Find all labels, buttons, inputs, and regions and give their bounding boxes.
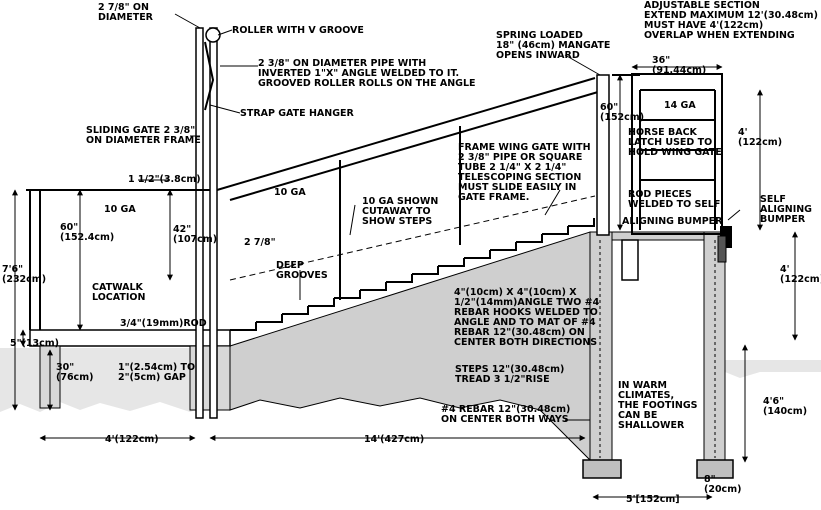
strap-hanger <box>204 41 215 111</box>
height-30-label: 30"(76cm) <box>56 362 93 383</box>
ramp-step <box>282 306 309 315</box>
dimension-lines <box>12 64 798 500</box>
leader-lines <box>138 13 741 421</box>
gauge-left-label: 10 GA <box>104 204 136 215</box>
gauge-14-label: 14 GA <box>664 100 696 111</box>
catwalk-slab <box>29 329 231 347</box>
wing-gate-frame <box>631 73 723 235</box>
height-4-far-label: 4'(122cm) <box>780 264 821 285</box>
aligning-bumper-label: ALIGNING BUMPER <box>622 216 723 227</box>
mangate-post <box>596 74 610 236</box>
gauge-mid-label: 10 GA <box>274 187 306 198</box>
ramp-step <box>516 234 543 243</box>
steps-label: STEPS 12"(30.48cm)TREAD 3 1/2"RISE <box>455 364 564 385</box>
ramp-step <box>308 298 335 307</box>
width-36-label: 36"(91.44cm) <box>652 55 706 76</box>
height-60-right-label: 60"(152cm) <box>600 102 644 123</box>
height-5-label: 5"(13cm) <box>10 338 59 349</box>
ramp-step <box>230 322 257 331</box>
ramp-steps <box>230 218 595 331</box>
rail-width-label: 1 1/2"(3.8cm) <box>128 174 201 185</box>
footing-right <box>696 459 734 479</box>
rebar-label: #4 REBAR 12"(30.48cm)ON CENTER BOTH WAYS <box>441 404 570 425</box>
ramp-step <box>334 290 361 299</box>
handrail-sloped <box>216 77 596 191</box>
bumper-post <box>621 239 639 281</box>
ramp-step <box>256 314 283 323</box>
rod-label: 3/4"(19mm)ROD <box>120 318 207 329</box>
sliding-gate-label: SLIDING GATE 2 3/8"ON DIAMETER FRAME <box>86 125 201 146</box>
width-4-label: 4'(122cm) <box>105 434 159 445</box>
ramp-step <box>438 258 465 267</box>
ramp-step <box>412 266 439 275</box>
ramp-step <box>490 242 517 251</box>
strap-hanger-label: STRAP GATE HANGER <box>240 108 354 119</box>
width-5-label: 5'[152cm] <box>626 494 680 505</box>
height-46-label: 4'6"(140cm) <box>763 396 807 417</box>
roller-icon <box>205 27 221 43</box>
post-left <box>195 27 204 419</box>
ramp-step <box>386 274 413 283</box>
height-60-left-label: 60"(152.4cm) <box>60 222 114 243</box>
width-14-label: 14'(427cm) <box>364 434 424 445</box>
roller-label: ROLLER WITH V GROOVE <box>232 25 364 36</box>
width-8-label: 8"(20cm) <box>704 474 741 495</box>
ramp-step <box>542 226 569 235</box>
height-42-label: 42"(107cm) <box>173 224 217 245</box>
footing-left <box>582 459 622 479</box>
ramp-step <box>568 218 595 227</box>
pipe-278-label: 2 7/8" <box>244 237 276 248</box>
ramp-step <box>464 250 491 259</box>
concrete-ramp <box>229 231 591 462</box>
ramp-step <box>360 282 387 291</box>
height-76-label: 7'6"(232cm) <box>2 264 46 285</box>
height-4-right-label: 4'(122cm) <box>738 127 782 148</box>
